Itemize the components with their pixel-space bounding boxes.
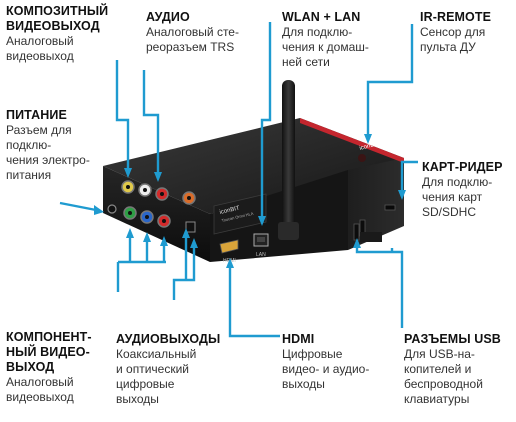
label-cardreader-title: КАРТ-РИДЕР (422, 160, 503, 174)
label-power: ПИТАНИЕ Разъем для подклю- чения электро… (6, 108, 90, 183)
device-back-panel (210, 170, 348, 262)
label-composite-title-2: ВИДЕОВЫХОД (6, 19, 100, 33)
label-audioouts-desc-2: и оптический (116, 362, 189, 376)
brand-top-logo: iconBIT (359, 141, 381, 152)
label-usb: РАЗЪЕМЫ USB Для USB-на- копителей и бесп… (404, 332, 501, 407)
label-hdmi-title: HDMI (282, 332, 315, 346)
device-red-stripe (300, 118, 404, 163)
label-cardreader-desc-3: SD/SDHC (422, 205, 477, 219)
label-power-desc-3: чения электро- (6, 153, 90, 167)
label-audioouts-title: АУДИОВЫХОДЫ (116, 332, 221, 346)
device-top-surface (103, 118, 404, 214)
label-audio-desc-1: Аналоговый сте- (146, 25, 239, 39)
label-power-title: ПИТАНИЕ (6, 108, 67, 122)
hdmi-port (219, 239, 239, 254)
label-usb-desc-2: копителей и (404, 362, 472, 376)
label-wlan: WLAN + LAN Для подклю- чения к домаш- не… (282, 10, 369, 70)
label-power-desc-2: подклю- (6, 138, 52, 152)
label-hdmi-desc-1: Цифровые (282, 347, 343, 361)
label-component-title-2: НЫЙ ВИДЕО- (6, 345, 90, 359)
usb-plug (360, 232, 382, 242)
label-hdmi: HDMI Цифровые видео- и аудио- выходы (282, 332, 369, 392)
label-audioouts-desc-3: цифровые (116, 377, 175, 391)
ir-sensor-window (358, 154, 366, 162)
label-wlan-desc-3: ней сети (282, 55, 330, 69)
label-cardreader-desc-2: чения карт (422, 190, 483, 204)
label-ir-desc-2: пульта ДУ (420, 40, 476, 54)
optical-port (185, 221, 196, 233)
label-composite-desc-1: Аналоговый (6, 34, 74, 48)
label-component-title-3: ВЫХОД (6, 360, 55, 374)
callout-arrowheads (94, 134, 406, 268)
label-wlan-title: WLAN + LAN (282, 10, 361, 24)
label-audioouts-desc-1: Коаксиальный (116, 347, 197, 361)
label-hdmi-desc-3: выходы (282, 377, 325, 391)
label-ir: IR-REMOTE Сенсор для пульта ДУ (420, 10, 491, 55)
label-ir-desc-1: Сенсор для (420, 25, 486, 39)
antenna-base (278, 222, 299, 240)
label-component-desc-2: видеовыход (6, 390, 74, 404)
label-composite-title-1: КОМПОЗИТНЫЙ (6, 4, 109, 18)
label-ir-title: IR-REMOTE (420, 10, 492, 24)
label-hdmi-desc-2: видео- и аудио- (282, 362, 370, 376)
label-audioouts: АУДИОВЫХОДЫ Коаксиальный и оптический ци… (116, 332, 220, 407)
label-composite-desc-2: видеовыход (6, 49, 74, 63)
power-port (107, 204, 117, 214)
usb-port-1 (353, 223, 360, 241)
label-audioouts-desc-4: выходы (116, 392, 159, 406)
label-component: КОМПОНЕНТ- НЫЙ ВИДЕО- ВЫХОД Аналоговый в… (6, 330, 92, 405)
label-usb-desc-4: клавиатуры (404, 392, 470, 406)
lan-port-label: LAN (256, 252, 266, 258)
label-power-desc-4: питания (6, 168, 52, 182)
label-component-desc-1: Аналоговый (6, 375, 74, 389)
rear-label-plate (213, 193, 267, 235)
antenna (282, 80, 295, 240)
label-component-title-1: КОМПОНЕНТ- (6, 330, 92, 344)
label-wlan-desc-2: чения к домаш- (282, 40, 369, 54)
label-cardreader-desc-1: Для подклю- (422, 175, 493, 189)
callout-lines (59, 22, 418, 338)
brand-panel-logo: iconBIT (219, 205, 240, 215)
label-audio: АУДИО Аналоговый сте- реоразъем TRS (146, 10, 239, 55)
label-usb-desc-3: беспроводной (404, 377, 483, 391)
label-usb-title: РАЗЪЕМЫ USB (404, 332, 501, 346)
label-audio-title: АУДИО (146, 10, 190, 24)
sd-card-slot (384, 204, 396, 211)
label-wlan-desc-1: Для подклю- (282, 25, 353, 39)
label-power-desc-1: Разъем для (6, 123, 72, 137)
label-usb-desc-1: Для USB-на- (404, 347, 475, 361)
label-audio-desc-2: реоразъем TRS (146, 40, 235, 54)
label-composite: КОМПОЗИТНЫЙ ВИДЕОВЫХОД Аналоговый видеов… (6, 4, 108, 64)
label-cardreader: КАРТ-РИДЕР Для подклю- чения карт SD/SDH… (422, 160, 503, 220)
